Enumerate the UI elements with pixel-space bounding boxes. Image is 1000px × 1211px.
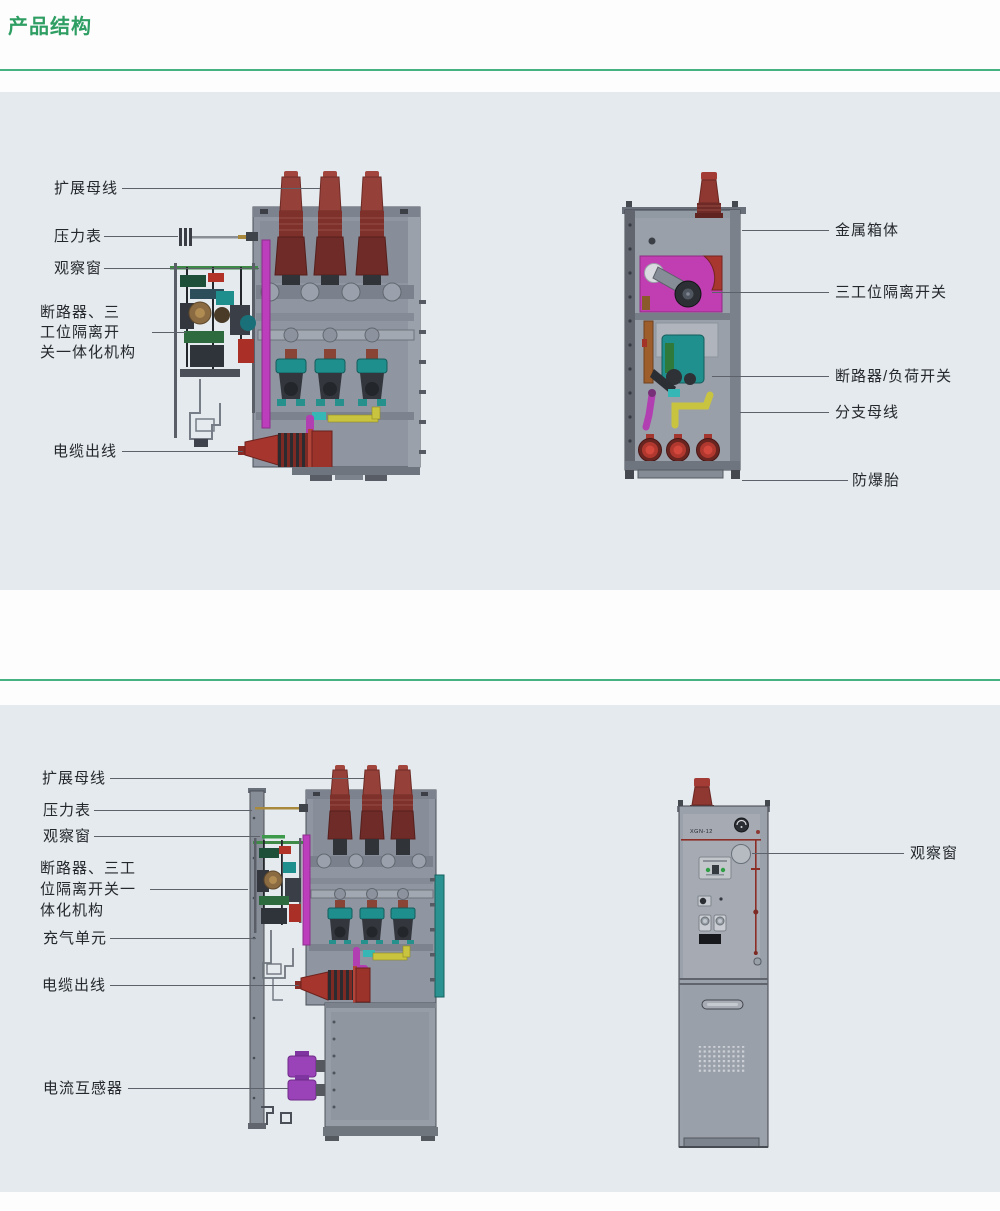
leader-line xyxy=(740,412,829,413)
mimic-diagram-panel xyxy=(698,856,732,880)
leader-line xyxy=(150,889,248,890)
label-current-transformer: 电流互感器 xyxy=(43,1080,124,1097)
label-three-position-switch: 三工位隔离开关 xyxy=(835,284,948,301)
leader-line xyxy=(712,292,829,293)
label-explosion-vent: 防爆胎 xyxy=(852,472,901,489)
side-section-diagram xyxy=(622,172,746,479)
front-section-diagram xyxy=(170,170,426,481)
label-breaker-load-switch: 断路器/负荷开关 xyxy=(835,368,953,385)
drive-shaft xyxy=(257,327,415,343)
lower-door xyxy=(683,985,760,1138)
pressure-gauge xyxy=(734,817,760,834)
leader-line xyxy=(712,376,829,377)
observation-window xyxy=(731,844,751,864)
header-divider xyxy=(0,69,1000,71)
top-bushing xyxy=(690,778,714,810)
leader-line xyxy=(122,188,320,189)
breaker-compartment xyxy=(642,320,719,395)
leader-line xyxy=(128,1088,288,1089)
leader-line xyxy=(742,230,829,231)
shelf-divider xyxy=(635,313,730,320)
label-cable-outlet: 电缆出线 xyxy=(53,443,118,460)
label-gas-filling-unit: 充气单元 xyxy=(43,930,108,947)
interlock-red-line xyxy=(751,839,760,955)
cable-terminations xyxy=(638,434,720,462)
label-pressure-gauge: 压力表 xyxy=(54,228,103,245)
leader-line xyxy=(94,836,260,837)
leader-line xyxy=(752,853,904,854)
three-position-switch-compartment xyxy=(639,255,723,313)
cabinet-base xyxy=(292,467,420,481)
structure-panel-top xyxy=(0,92,1000,590)
side-duct xyxy=(434,874,445,998)
panel-red-line xyxy=(681,839,761,841)
door-seam xyxy=(679,978,768,985)
label-integrated-mechanism: 断路器、三工 位隔离开关一 体化机构 xyxy=(40,860,137,919)
operation-buttons xyxy=(698,914,727,932)
top-bushing xyxy=(695,172,723,218)
magenta-strip xyxy=(302,834,311,946)
label-pressure-gauge: 压力表 xyxy=(43,802,92,819)
cable-bushing xyxy=(295,966,371,1004)
front-section-diagram-2 xyxy=(248,764,445,1141)
leader-line xyxy=(104,236,178,237)
mechanism-cluster xyxy=(253,838,303,933)
cabinet-base xyxy=(679,1137,768,1148)
flange-beam xyxy=(256,282,414,321)
pressure-gauge-assembly xyxy=(255,804,308,812)
label-cable-outlet: 电缆出线 xyxy=(42,977,107,994)
cabinet-base xyxy=(261,1106,438,1141)
label-expansion-busbar: 扩展母线 xyxy=(54,180,119,197)
magenta-strip xyxy=(261,239,271,429)
cabinet-base xyxy=(625,461,740,479)
window-marker xyxy=(262,835,285,839)
page-title: 产品结构 xyxy=(8,16,92,38)
leader-line xyxy=(110,778,364,779)
flange-beam xyxy=(309,853,434,900)
section-divider xyxy=(0,679,1000,681)
panel-bolts xyxy=(628,223,632,443)
nameplate-black xyxy=(699,934,721,944)
leader-line xyxy=(94,810,252,811)
model-nameplate: XGN-12 xyxy=(690,829,713,835)
panel-bolts xyxy=(430,878,435,982)
ventilation-grille xyxy=(698,1046,746,1073)
label-observation-window: 观察窗 xyxy=(43,828,92,845)
gas-filling-unit xyxy=(262,930,294,1001)
lower-divider xyxy=(309,944,433,951)
leader-line xyxy=(742,480,848,481)
leader-line xyxy=(152,332,186,333)
exterior-view-diagram: XGN-12 xyxy=(677,778,770,1148)
leader-line xyxy=(122,451,243,452)
lock-knob xyxy=(753,957,762,966)
label-observation-window: 观察窗 xyxy=(910,845,959,862)
label-observation-window: 观察窗 xyxy=(54,260,103,277)
leader-line xyxy=(110,985,299,986)
label-branch-busbar: 分支母线 xyxy=(835,404,900,421)
leader-line xyxy=(104,268,259,269)
branch-pipes xyxy=(642,389,714,431)
current-transformers xyxy=(287,1051,325,1101)
left-wall xyxy=(248,788,266,1129)
label-integrated-mechanism: 断路器、三 工位隔离开 关一体化机构 xyxy=(40,304,137,361)
structure-panel-bottom xyxy=(0,705,1000,1192)
cable-compartment xyxy=(324,1002,437,1128)
indicator xyxy=(697,895,723,907)
label-metal-enclosure: 金属箱体 xyxy=(835,222,900,239)
label-expansion-busbar: 扩展母线 xyxy=(42,770,107,787)
mechanism-cluster xyxy=(170,263,258,447)
leader-line xyxy=(110,938,256,939)
cable-bushing xyxy=(238,429,333,471)
panel-bolts xyxy=(419,300,426,454)
pressure-gauge-assembly xyxy=(179,228,258,246)
